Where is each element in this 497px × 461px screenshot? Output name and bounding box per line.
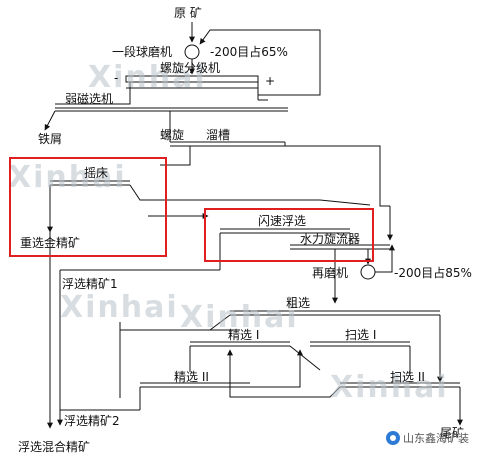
highlight-box-flash-flotation — [204, 208, 374, 262]
shaking-table-label: 摇床 — [84, 166, 109, 180]
mixed-conc-label: 浮选混合精矿 — [18, 440, 91, 454]
minus-sign-label: - — [114, 71, 119, 85]
watermark: Xinhai — [8, 160, 127, 195]
watermark: Xinhai — [180, 300, 299, 335]
iron-scrap-label: 铁屑 — [38, 132, 63, 146]
gravity-conc-label: 重选金精矿 — [20, 236, 81, 250]
scavenger-2-label: 扫选 II — [390, 370, 425, 384]
plus-sign-label: + — [265, 74, 276, 88]
scavenger-1-label: 扫选 I — [345, 328, 377, 342]
wechat-badge: 山东鑫海矿装 — [386, 430, 469, 446]
weak-mag-sep-label: 弱磁选机 — [65, 92, 114, 106]
hydrocyclone-label: 水力旋流器 — [300, 232, 361, 246]
flot-conc-2-label: 浮选精矿2 — [64, 414, 120, 428]
spiral-classifier-label: 螺旋分级机 — [160, 61, 221, 75]
raw-ore-label: 原 矿 — [174, 6, 202, 20]
cleaner-1-label: 精选 I — [228, 328, 260, 342]
flash-flot-label: 闪速浮选 — [258, 214, 307, 228]
grind-2-label: -200目占85% — [394, 266, 472, 280]
ball-mill-1-label: 一段球磨机 — [112, 45, 173, 59]
highlight-box-shaking-table — [9, 157, 167, 257]
regrind-mill-label: 再磨机 — [312, 266, 349, 280]
cleaner-2-label: 精选 II — [174, 370, 209, 384]
tailings-label: 尾矿 — [440, 426, 465, 440]
spiral-label: 螺旋 — [160, 128, 185, 142]
grind-1-label: -200目占65% — [210, 45, 288, 59]
badge-text: 山东鑫海矿装 — [403, 432, 469, 445]
sluice-label: 溜槽 — [206, 128, 231, 142]
watermark: Xinhai — [330, 370, 449, 405]
watermark: Xinhai — [88, 60, 207, 95]
flot-conc-1-label: 浮选精矿1 — [62, 277, 118, 291]
watermark: Xinhai — [60, 290, 179, 325]
wechat-logo-icon — [386, 431, 400, 445]
rougher-label: 粗选 — [286, 296, 311, 310]
